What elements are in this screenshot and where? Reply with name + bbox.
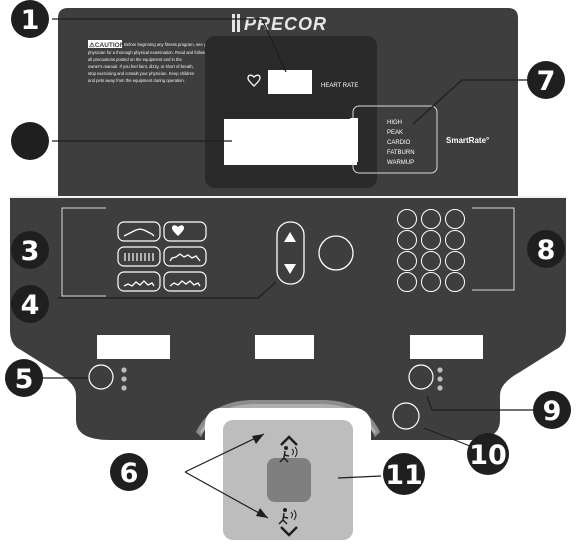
stop-button[interactable] [267, 458, 311, 502]
program-key-hills[interactable] [117, 221, 161, 242]
smartrate-label: SmartRate° [446, 136, 489, 145]
caution-line-4: owner's manual. If you feel faint, dizzy… [88, 64, 194, 69]
keypad-key[interactable] [421, 272, 441, 292]
program-key-cross-country[interactable] [163, 271, 207, 292]
svg-text:7: 7 [537, 66, 556, 97]
program-key-intervals[interactable] [117, 246, 161, 267]
callout-8 [527, 230, 565, 268]
walker-up-icon[interactable] [279, 435, 298, 463]
caution-label: ⚠CAUTION Before beginning any fitness pr… [88, 40, 213, 83]
callout-2 [11, 122, 49, 160]
keypad-key[interactable] [445, 230, 465, 250]
walker-down-icon[interactable] [278, 508, 298, 537]
heart-program-icon [172, 225, 184, 236]
caution-line-6: and pets away from the equipment during … [88, 78, 185, 83]
arrow-up-icon[interactable] [284, 232, 296, 242]
program-key-heart-rate[interactable] [163, 221, 207, 242]
svg-text:4: 4 [21, 290, 40, 321]
heart-rate-display [268, 70, 312, 94]
lower-display-left [97, 335, 170, 359]
program-keys-bracket [61, 207, 106, 297]
arrow-down-icon[interactable] [284, 264, 296, 274]
lower-display-center [255, 335, 314, 359]
zone-warmup: WARMUP [387, 160, 414, 166]
reset-key[interactable] [392, 402, 420, 430]
keypad-key[interactable] [445, 251, 465, 271]
callout-6 [110, 453, 148, 491]
keypad-key[interactable] [421, 230, 441, 250]
numeric-keypad [397, 209, 465, 292]
right-indicator-dots [437, 367, 443, 391]
keypad-bracket [472, 207, 515, 291]
program-key-random[interactable] [163, 246, 207, 267]
callout-9 [533, 391, 571, 429]
keypad-key[interactable] [397, 209, 417, 229]
caution-badge: ⚠CAUTION [89, 41, 125, 49]
keypad-key[interactable] [397, 251, 417, 271]
keypad-key[interactable] [397, 230, 417, 250]
right-select-key[interactable] [408, 364, 434, 390]
keypad-key[interactable] [421, 209, 441, 229]
callout-5 [5, 359, 43, 397]
svg-text:8: 8 [537, 235, 556, 266]
brand-logo: PRECOR [244, 14, 327, 34]
caution-line-2: physician for a thorough physical examin… [88, 50, 206, 55]
leader-lines [37, 18, 538, 519]
svg-text:10: 10 [469, 440, 507, 471]
resistance-keys [276, 221, 305, 285]
program-keys [117, 221, 207, 292]
callout-1 [11, 0, 49, 38]
callout-4 [11, 285, 49, 323]
svg-text:11: 11 [385, 460, 423, 491]
keypad-key[interactable] [445, 272, 465, 292]
caution-line-1: Before beginning any fitness program, se… [124, 42, 213, 47]
enter-key[interactable] [318, 235, 354, 271]
zone-peak: PEAK [387, 130, 403, 136]
heart-rate-label: HEART RATE [321, 83, 358, 89]
brand-stripes [232, 14, 240, 32]
zone-cardio: CARDIO [387, 140, 411, 146]
display-panel [205, 36, 377, 188]
main-display [224, 119, 357, 165]
heart-icon [247, 74, 261, 87]
svg-text:1: 1 [21, 5, 40, 36]
svg-text:3: 3 [21, 236, 40, 267]
svg-text:5: 5 [15, 364, 34, 395]
caution-line-3: all precautions posted on the equipment … [88, 57, 182, 62]
left-select-key[interactable] [88, 364, 114, 390]
callout-markers: 1 3 4 5 6 7 8 9 10 11 [5, 0, 571, 495]
caution-line-5: stop exercising and consult your physici… [88, 71, 195, 76]
callout-10 [467, 433, 509, 475]
keypad-key[interactable] [421, 251, 441, 271]
callout-3 [11, 231, 49, 269]
left-indicator-dots [121, 367, 127, 391]
program-key-weight-loss[interactable] [117, 271, 161, 292]
zone-fatburn: FATBURN [387, 150, 415, 156]
svg-text:6: 6 [120, 458, 139, 489]
lower-display-right [410, 335, 483, 359]
zone-high: HIGH [387, 120, 402, 126]
svg-text:9: 9 [543, 396, 562, 427]
keypad-key[interactable] [397, 272, 417, 292]
callout-11 [383, 453, 425, 495]
keypad-key[interactable] [445, 209, 465, 229]
callout-7 [527, 61, 565, 99]
